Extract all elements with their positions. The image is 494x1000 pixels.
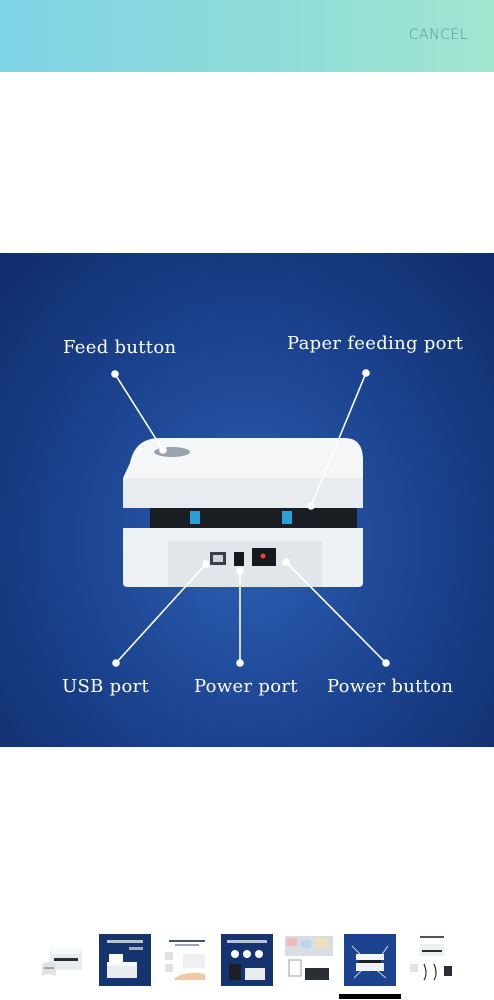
thumbnail-1[interactable] xyxy=(36,934,88,986)
thumbnail-6-selected[interactable] xyxy=(344,934,396,986)
callout-power-port: Power port xyxy=(194,676,298,697)
selected-thumbnail-indicator xyxy=(339,994,401,999)
cancel-button[interactable]: CANCEL xyxy=(408,27,468,43)
printer-illustration xyxy=(111,369,390,667)
callout-power-button: Power button xyxy=(327,676,454,697)
top-bar: CANCEL xyxy=(0,0,494,72)
product-image: Feed button Paper feeding port USB port … xyxy=(0,253,494,747)
thumbnail-2[interactable] xyxy=(99,934,151,986)
thumbnail-4[interactable] xyxy=(221,934,273,986)
callout-paper-feeding-port: Paper feeding port xyxy=(287,333,464,354)
thumbnail-strip xyxy=(0,934,494,990)
thumbnail-7[interactable] xyxy=(406,934,458,986)
callout-feed-button: Feed button xyxy=(63,337,177,358)
thumbnail-3[interactable] xyxy=(161,934,213,986)
callout-usb-port: USB port xyxy=(62,676,150,697)
thumbnail-5[interactable] xyxy=(283,934,335,986)
